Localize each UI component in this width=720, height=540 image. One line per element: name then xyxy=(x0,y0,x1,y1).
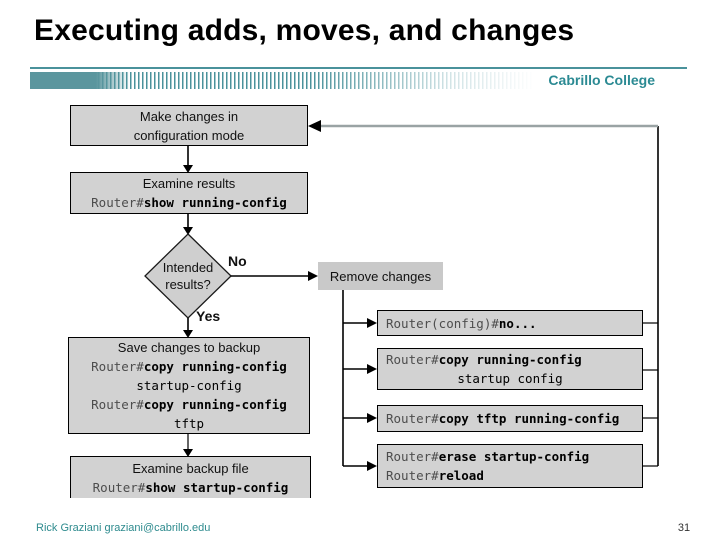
cli-prompt: Router# xyxy=(386,468,439,483)
box-remove-changes-label: Remove changes xyxy=(329,268,432,284)
box-save-cmd1: Router#copy running-config xyxy=(69,357,309,376)
cli-prompt: Router# xyxy=(386,352,439,367)
brand-label: Cabrillo College xyxy=(548,72,655,88)
box-remove-option-2: Router#copy running-config startup confi… xyxy=(377,348,643,390)
arrow-save-to-backup xyxy=(183,433,193,457)
arrow-option-1 xyxy=(343,318,377,328)
cli-command: show running-config xyxy=(143,195,287,210)
box-save-cmd2-arg: tftp xyxy=(173,416,205,431)
arrow-return-to-top xyxy=(308,120,658,132)
box-examine-backup: Examine backup file Router#show startup-… xyxy=(70,456,311,498)
option-4-command1: Router#erase startup-config xyxy=(378,447,642,466)
decision-diamond-label: Intended results? xyxy=(145,259,231,293)
arrow-option-4 xyxy=(343,461,377,471)
box-remove-option-4: Router#erase startup-config Router#reloa… xyxy=(377,444,643,488)
cli-prompt: Router# xyxy=(91,397,144,412)
box-save-changes: Save changes to backup Router#copy runni… xyxy=(68,337,310,434)
box-remove-option-3: Router#copy tftp running-config xyxy=(377,405,643,432)
option-1-command: Router(config)#no... xyxy=(378,314,642,333)
cli-command: show startup-config xyxy=(145,479,289,495)
arrow-option-3 xyxy=(343,413,377,423)
box-save-cmd2: Router#copy running-config xyxy=(69,395,309,414)
box-make-changes-line1: Make changes in xyxy=(139,108,239,124)
cli-prompt: Router# xyxy=(386,449,439,464)
option-2-arg: startup config xyxy=(457,371,563,386)
cli-prompt: Router# xyxy=(92,479,146,495)
cli-command: no... xyxy=(498,315,537,331)
box-examine-backup-command: Router#show startup-config xyxy=(71,478,310,497)
label-no: No xyxy=(228,253,247,269)
cli-command: copy running-config xyxy=(438,352,582,367)
option-4-command2: Router#reload xyxy=(378,466,642,485)
cli-prompt: Router# xyxy=(386,411,439,426)
page-title: Executing adds, moves, and changes xyxy=(34,14,575,47)
option-3-command: Router#copy tftp running-config xyxy=(378,409,642,428)
box-remove-option-1: Router(config)#no... xyxy=(377,310,643,336)
cli-prompt: Router# xyxy=(91,359,144,374)
option-2-command: Router#copy running-config xyxy=(378,350,642,369)
box-examine-results-command: Router#show running-config xyxy=(71,193,307,212)
box-examine-backup-title: Examine backup file xyxy=(132,460,249,476)
cli-command: reload xyxy=(438,468,484,483)
box-examine-results: Examine results Router#show running-conf… xyxy=(70,172,308,214)
box-examine-results-title: Examine results xyxy=(142,176,236,191)
cli-prompt: Router# xyxy=(91,195,144,210)
arrow-option-2 xyxy=(343,364,377,374)
box-remove-changes: Remove changes xyxy=(318,262,443,290)
label-yes: Yes xyxy=(196,308,221,324)
box-save-title: Save changes to backup xyxy=(117,340,261,355)
page-number: 31 xyxy=(677,522,691,534)
footer-credit: Rick Graziani graziani@cabrillo.edu xyxy=(36,522,211,534)
arrow-no-branch xyxy=(231,271,318,281)
decision-line1: Intended xyxy=(162,260,214,275)
cli-command: erase startup-config xyxy=(438,449,590,464)
arrow-examine-to-decision xyxy=(183,213,193,235)
box-make-changes-line2: configuration mode xyxy=(133,127,245,143)
cli-command: copy running-config xyxy=(143,397,287,412)
box-make-changes: Make changes in configuration mode xyxy=(70,105,308,146)
cli-command: copy running-config xyxy=(143,359,287,374)
cli-prompt: Router(config)# xyxy=(386,315,499,331)
arrow-make-to-examine xyxy=(183,145,193,173)
cli-command: copy tftp running-config xyxy=(438,411,620,426)
decision-line2: results? xyxy=(165,277,211,292)
box-save-cmd1-arg: startup-config xyxy=(136,378,242,393)
arrow-yes-branch xyxy=(183,318,193,338)
header-rule xyxy=(30,67,687,69)
header-stripe-bar xyxy=(30,72,662,89)
